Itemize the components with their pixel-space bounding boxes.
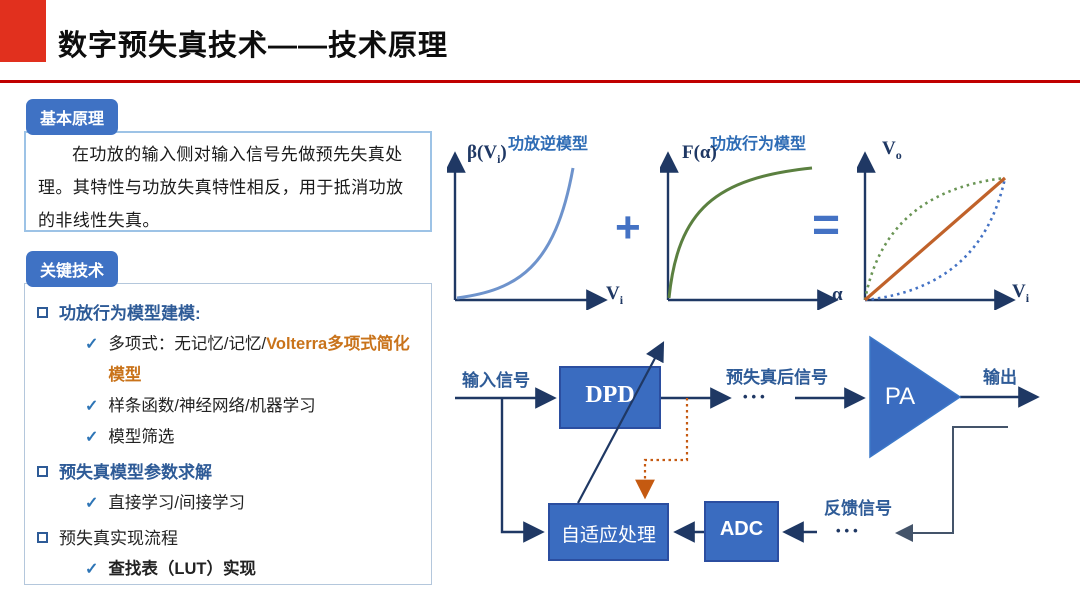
dpd-adjust-arrow bbox=[577, 341, 665, 504]
plus-operator: + bbox=[615, 203, 641, 252]
adaptive-processing-label: 自适应处理 bbox=[560, 525, 656, 546]
square-bullet-icon bbox=[37, 532, 48, 543]
check-icon: ✓ bbox=[85, 429, 99, 446]
predistorted-tap-dotted-arrow bbox=[635, 398, 689, 500]
y-label-sub: o bbox=[895, 147, 902, 162]
y-label-sub: i bbox=[497, 151, 501, 166]
equals-operator: = bbox=[812, 199, 841, 252]
list-item: ✓ 直接学习/间接学习 bbox=[85, 488, 423, 519]
pa-response-dotted-curve bbox=[863, 176, 1006, 301]
feedback-signal-label: 反馈信号 bbox=[824, 499, 892, 518]
list-item-highlight: Volterra多项式简化模型 bbox=[108, 335, 410, 384]
inverse-model-y-label: β(Vi) bbox=[467, 142, 507, 167]
list-item-label: 预失真模型参数求解 bbox=[59, 463, 212, 482]
pa-amplifier-triangle bbox=[869, 335, 962, 459]
dpd-block bbox=[559, 366, 661, 429]
list-item: ✓ 查找表（LUT）实现 bbox=[85, 554, 423, 585]
behavior-model-curve bbox=[667, 166, 813, 299]
list-item-text: 多项式：无记忆/记忆/ bbox=[108, 335, 267, 353]
basic-principle-text: 在功放的输入侧对输入信号先做预先失真处理。其特性与功放失真特性相反，用于抵消功放… bbox=[38, 145, 404, 230]
key-tech-box: 功放行为模型建模: ✓ 多项式：无记忆/记忆/Volterra多项式简化模型 ✓… bbox=[24, 283, 432, 585]
inverse-model-plot bbox=[447, 151, 608, 310]
behavior-model-y-label: F(α) bbox=[682, 142, 717, 163]
behavior-model-plot-title: 功放行为模型 bbox=[710, 136, 807, 153]
dpd-block-label: DPD bbox=[585, 382, 635, 408]
basic-principle-badge: 基本原理 bbox=[26, 99, 118, 135]
inverse-model-x-label: Vi bbox=[606, 283, 623, 308]
square-bullet-icon bbox=[37, 307, 48, 318]
result-plot bbox=[857, 151, 1016, 310]
page-title: 数字预失真技术——技术原理 bbox=[58, 30, 449, 62]
behavior-model-plot bbox=[660, 151, 839, 310]
list-item-label: 预失真实现流程 bbox=[59, 529, 178, 548]
title-accent-square bbox=[0, 0, 46, 62]
feedback-chain-ellipsis: ••• bbox=[836, 523, 862, 538]
check-icon: ✓ bbox=[85, 336, 99, 353]
diagram-canvas bbox=[455, 335, 1040, 562]
x-label-sub: i bbox=[1025, 290, 1030, 305]
list-item: ✓ 模型筛选 bbox=[85, 422, 423, 453]
result-y-label: Vo bbox=[882, 138, 902, 163]
adc-block-label: ADC bbox=[719, 518, 764, 540]
y-label-main: V bbox=[882, 138, 896, 159]
square-bullet-icon bbox=[37, 466, 48, 477]
x-label-main: V bbox=[606, 283, 620, 304]
input-signal-label: 输入信号 bbox=[462, 371, 530, 390]
check-icon: ✓ bbox=[85, 398, 99, 415]
dpd-response-dotted-curve bbox=[864, 177, 1007, 302]
adaptive-processing-block bbox=[548, 503, 669, 561]
list-item: ✓ 样条函数/神经网络/机器学习 bbox=[85, 391, 423, 422]
check-icon: ✓ bbox=[85, 561, 99, 578]
key-tech-badge: 关键技术 bbox=[26, 251, 118, 287]
list-item-label: 查找表（LUT）实现 bbox=[108, 560, 256, 578]
input-branch-arrow bbox=[500, 398, 545, 543]
list-item-label: 功放行为模型建模: bbox=[59, 304, 201, 323]
list-item-label: 直接学习/间接学习 bbox=[108, 494, 245, 512]
list-item: 功放行为模型建模: bbox=[37, 298, 423, 329]
check-icon: ✓ bbox=[85, 495, 99, 512]
result-x-label: Vi bbox=[1012, 281, 1029, 306]
x-label-sub: i bbox=[619, 292, 624, 307]
adc-block bbox=[704, 501, 779, 562]
basic-principle-box: 在功放的输入侧对输入信号先做预先失真处理。其特性与功放失真特性相反，用于抵消功放… bbox=[24, 131, 432, 232]
pa-block-label: PA bbox=[884, 383, 916, 410]
list-item-label: 样条函数/神经网络/机器学习 bbox=[108, 397, 316, 415]
feedback-tap-line bbox=[895, 426, 1008, 542]
list-item: ✓ 多项式：无记忆/记忆/Volterra多项式简化模型 bbox=[85, 329, 423, 391]
header-divider bbox=[0, 80, 1080, 83]
x-label-main: V bbox=[1012, 281, 1026, 302]
list-item-label: 模型筛选 bbox=[108, 428, 175, 446]
y-label-main: β(V bbox=[467, 142, 498, 163]
behavior-model-x-label: α bbox=[832, 284, 843, 305]
list-item: 预失真实现流程 bbox=[37, 523, 423, 554]
list-item-label: 多项式：无记忆/记忆/Volterra多项式简化模型 bbox=[108, 329, 423, 391]
output-signal-label: 输出 bbox=[983, 368, 1017, 387]
signal-chain-ellipsis: ••• bbox=[743, 389, 769, 404]
y-label-close: ) bbox=[500, 142, 507, 163]
inverse-model-curve bbox=[456, 167, 575, 300]
predistorted-signal-label: 预失真后信号 bbox=[726, 368, 828, 387]
inverse-model-plot-title: 功放逆模型 bbox=[508, 136, 589, 153]
linear-result-line bbox=[863, 176, 1007, 302]
list-item: 预失真模型参数求解 bbox=[37, 457, 423, 488]
dpd-block-diagram: 输入信号 DPD 预失真后信号 ••• PA 输出 反馈信号 ••• ADC 自… bbox=[440, 330, 1080, 608]
